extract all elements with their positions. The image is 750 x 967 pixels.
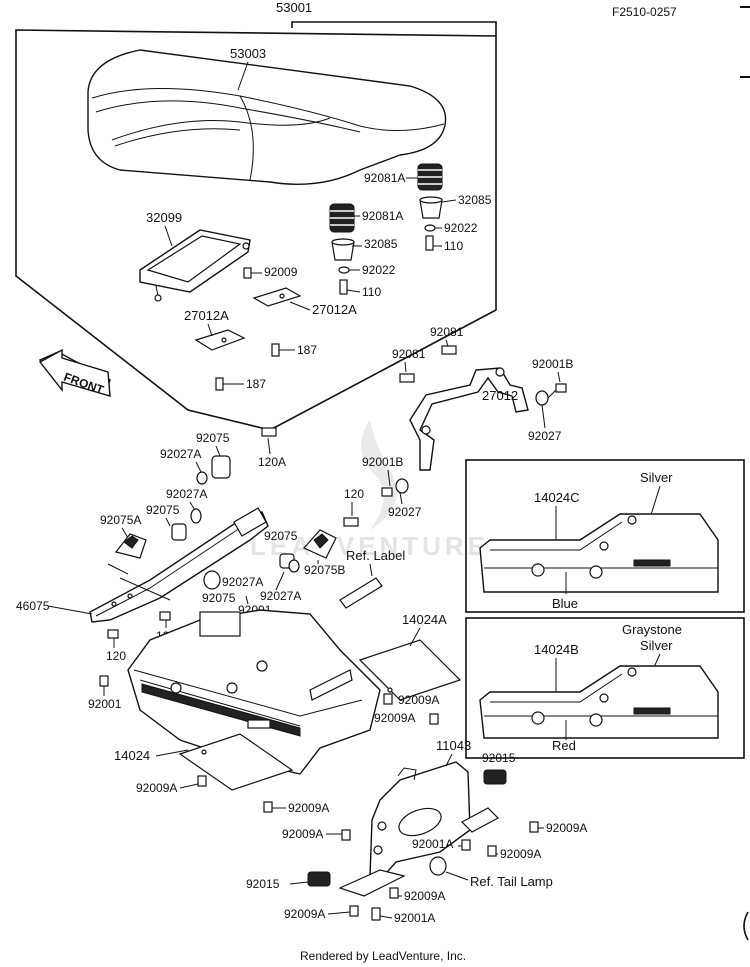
label-11043: 11043 bbox=[436, 738, 471, 753]
label-92001B-2: 92001B bbox=[362, 455, 403, 469]
corner-mark-mid bbox=[740, 76, 750, 78]
label-92001-2: 92001 bbox=[88, 697, 122, 711]
bushing-32085-right: 32085 92022 110 bbox=[419, 193, 492, 253]
label-92001A-2: 92001A bbox=[394, 911, 435, 925]
plate-14024A: 14024A 92009A 92009A bbox=[178, 612, 462, 791]
label-92027A-4: 92027A bbox=[260, 589, 301, 603]
corner-mark-top bbox=[740, 6, 750, 8]
label-32085-1: 32085 bbox=[458, 193, 492, 207]
label-27012A-1: 27012A bbox=[184, 308, 229, 323]
variant-14024B-second-color: Silver bbox=[640, 638, 673, 653]
label-92081A-2: 92081A bbox=[362, 209, 403, 223]
label-92009: 92009 bbox=[264, 265, 298, 279]
label-187-1: 187 bbox=[297, 343, 317, 357]
bolts-92009A-lower-left: 92009A 92009A 92009A bbox=[136, 775, 351, 841]
label-120-1: 120 bbox=[344, 487, 364, 501]
label-120A-1: 120A bbox=[258, 455, 286, 469]
bushing-32085-left: 32085 92022 110 bbox=[331, 237, 398, 299]
label-14024A: 14024A bbox=[402, 612, 447, 627]
variant-14024C-top-color: Silver bbox=[640, 470, 673, 485]
label-92009A-6: 92009A bbox=[546, 821, 587, 835]
label-92022-2: 92022 bbox=[362, 263, 396, 277]
bolts-lower-right: 92009A 92001A 92009A Ref. Tail Lamp 9200… bbox=[284, 821, 587, 925]
label-32085-2: 32085 bbox=[364, 237, 398, 251]
label-27012: 27012 bbox=[482, 388, 518, 403]
label-92009A-4: 92009A bbox=[288, 801, 329, 815]
tail-cover-14024: 14024 bbox=[114, 609, 381, 775]
label-120-2: 120 bbox=[106, 649, 126, 663]
label-92027-1: 92027 bbox=[528, 429, 562, 443]
label-92081-1: 92081 bbox=[392, 347, 426, 361]
label-92022-1: 92022 bbox=[444, 221, 478, 235]
label-92075-1: 92075 bbox=[196, 431, 230, 445]
variant-14024B-part: 14024B bbox=[534, 642, 579, 657]
label-14024: 14024 bbox=[114, 748, 150, 763]
variant-box-14024B: Graystone Silver 14024B Red bbox=[465, 617, 745, 759]
label-92027A-1: 92027A bbox=[160, 447, 201, 461]
bracket-11043: 11043 bbox=[338, 738, 499, 897]
footer-credit: Rendered by LeadVenture, Inc. bbox=[300, 949, 466, 963]
spring-92081A-left: 92081A bbox=[329, 203, 403, 233]
label-92027A-3: 92027A bbox=[222, 575, 263, 589]
variant-14024B-bottom-color: Red bbox=[552, 738, 576, 753]
label-92009A-3: 92009A bbox=[136, 781, 177, 795]
label-92009A-5: 92009A bbox=[282, 827, 323, 841]
label-92009A-9: 92009A bbox=[284, 907, 325, 921]
grommets-and-bolts: 92075 92027A 120A 92027A 92075 92075A 12… bbox=[100, 427, 364, 617]
bracket-27012A: 27012A 27012A 187 187 bbox=[184, 287, 357, 391]
label-92027-2: 92027 bbox=[388, 505, 422, 519]
label-187-2: 187 bbox=[246, 377, 266, 391]
variant-box-14024C: Silver 14024C Blue bbox=[465, 459, 745, 613]
label-92001A-1: 92001A bbox=[412, 837, 453, 851]
label-ref-label: Ref. Label bbox=[346, 548, 405, 563]
variant-14024B-top-color: Graystone bbox=[622, 622, 682, 637]
ref-label: Ref. Label bbox=[339, 548, 405, 609]
fender-46075: 46075 120A 120 bbox=[16, 507, 269, 663]
bracket-27012: 27012 92081 92081 92001B 92027 92001B 92… bbox=[362, 325, 573, 519]
variant-14024C-bottom-color: Blue bbox=[552, 596, 578, 611]
label-92015-2: 92015 bbox=[246, 877, 280, 891]
label-92009A-7: 92009A bbox=[500, 847, 541, 861]
label-92081-2: 92081 bbox=[430, 325, 464, 339]
label-92075-4: 92075 bbox=[202, 591, 236, 605]
label-92009A-2: 92009A bbox=[374, 711, 415, 725]
spring-92081A-right: 92081A bbox=[364, 163, 443, 191]
seat: 53003 bbox=[87, 46, 447, 185]
label-92009A-8: 92009A bbox=[404, 889, 445, 903]
diagram-id: F2510-0257 bbox=[612, 5, 677, 19]
label-92027A-2: 92027A bbox=[166, 487, 207, 501]
label-92075-2: 92075 bbox=[146, 503, 180, 517]
label-32099: 32099 bbox=[146, 210, 182, 225]
label-53003: 53003 bbox=[230, 46, 266, 61]
label-92009A-1: 92009A bbox=[398, 693, 439, 707]
label-27012A-2: 27012A bbox=[312, 302, 357, 317]
label-46075: 46075 bbox=[16, 599, 50, 613]
front-arrow: FRONT bbox=[38, 348, 111, 397]
label-92001B-1: 92001B bbox=[532, 357, 573, 371]
label-92075B: 92075B bbox=[304, 563, 345, 577]
label-92075-3: 92075 bbox=[264, 529, 298, 543]
tray-32099: 32099 92009 bbox=[139, 210, 298, 302]
corner-bracket bbox=[743, 911, 749, 941]
variant-14024C-part: 14024C bbox=[534, 490, 580, 505]
label-53001: 53001 bbox=[276, 0, 312, 15]
label-92081A-1: 92081A bbox=[364, 171, 405, 185]
label-110-1: 110 bbox=[444, 239, 463, 253]
label-92075A: 92075A bbox=[100, 513, 141, 527]
label-110-2: 110 bbox=[362, 285, 381, 299]
label-ref-tail-lamp: Ref. Tail Lamp bbox=[470, 874, 553, 889]
